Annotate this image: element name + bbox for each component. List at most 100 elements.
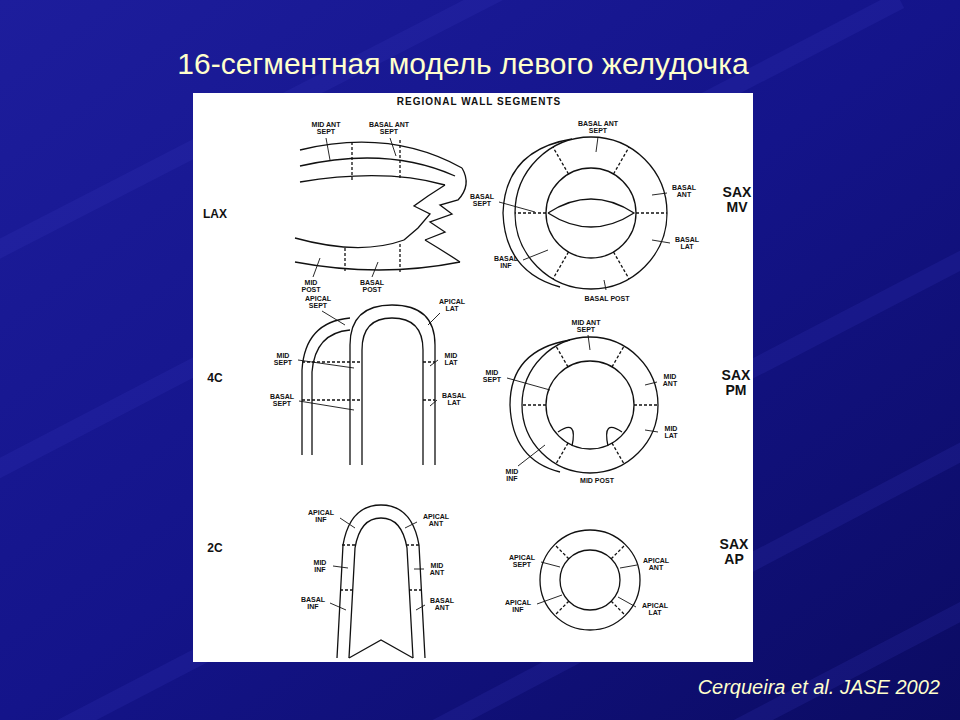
segment-label: BASAL ANT <box>427 597 457 611</box>
heart-outline <box>295 137 667 658</box>
short-axis-mitral-view <box>515 137 667 289</box>
segment-panel: REGIONAL WALL SEGMENTSLAXMID ANT SEPTBAS… <box>193 93 753 662</box>
short-axis-papillary-view <box>510 340 570 472</box>
segment-label: MID INF <box>501 468 523 482</box>
segment-label: MID SEPT <box>270 352 296 366</box>
short-axis-apical-view <box>540 530 640 630</box>
segment-label: MID ANT <box>659 373 681 387</box>
short-axis-papillary-view <box>522 337 658 473</box>
two-chamber-view <box>337 505 425 658</box>
segment-divider <box>556 443 568 464</box>
leader-line <box>620 565 637 568</box>
short-axis-mitral-view <box>546 168 636 258</box>
leader-line <box>330 603 346 610</box>
segment-label: APICAL ANT <box>639 557 673 571</box>
leader-line <box>326 138 330 160</box>
segment-label: MID LAT <box>660 425 682 439</box>
segment-label: MID LAT <box>440 352 462 366</box>
segment-divider <box>612 346 624 367</box>
leader-line <box>537 595 562 604</box>
segment-divider <box>406 544 420 545</box>
short-axis-apical-view <box>540 530 640 630</box>
segment-divider <box>409 589 422 590</box>
segment-divider <box>636 212 667 213</box>
segment-divider <box>515 147 667 279</box>
segment-label: MID ANT SEPT <box>568 319 604 333</box>
segment-label: BASAL POST <box>580 295 634 302</box>
segment-label: BASAL LAT <box>439 392 469 406</box>
leader-line <box>298 360 354 368</box>
segment-divider <box>423 399 435 400</box>
segment-label: BASAL ANT <box>669 184 699 198</box>
segment-label: BASAL ANT SEPT <box>366 121 412 135</box>
leader-line <box>645 430 658 432</box>
short-axis-mitral-view <box>503 137 667 289</box>
short-axis-papillary-view <box>546 361 634 449</box>
long-axis-view <box>300 142 462 168</box>
segment-label: APICAL INF <box>304 509 338 523</box>
segment-divider <box>522 404 546 405</box>
view-label: 4C <box>195 372 235 385</box>
four-chamber-view <box>362 318 423 465</box>
segment-label: BASAL INF <box>491 255 521 269</box>
segment-label: BASAL SEPT <box>467 193 497 207</box>
leader-line <box>652 193 667 195</box>
view-label: SAX MV <box>719 185 755 214</box>
segment-divider <box>556 346 568 367</box>
segment-divider <box>612 443 624 464</box>
segment-divider <box>634 404 658 405</box>
two-chamber-view <box>349 640 413 658</box>
long-axis-view <box>425 240 460 262</box>
four-chamber-view <box>312 330 350 455</box>
two-chamber-view <box>349 518 413 658</box>
segment-label: APICAL LAT <box>638 602 672 616</box>
segment-divider <box>340 545 422 590</box>
two-chamber-view <box>337 505 425 658</box>
segment-divider <box>611 601 625 615</box>
slide-title: 16-сегментная модель левого желудочка <box>0 47 926 81</box>
segment-label: MID ANT <box>426 562 448 576</box>
leader-line <box>604 280 606 290</box>
leader-line <box>416 605 425 610</box>
leader-line <box>588 335 590 350</box>
segment-divider <box>399 140 400 180</box>
short-axis-mitral-view <box>548 199 634 227</box>
leader-line <box>430 400 437 406</box>
leader-line <box>313 258 320 277</box>
segment-label: MID INF <box>309 559 331 573</box>
short-axis-papillary-view <box>510 337 658 473</box>
segment-label: APICAL LAT <box>435 298 469 312</box>
segment-divider <box>611 545 625 559</box>
segment-label: APICAL SEPT <box>301 295 335 309</box>
panel-heading: REGIONAL WALL SEGMENTS <box>193 93 753 107</box>
segment-divider <box>302 399 362 400</box>
leader-line <box>390 138 396 156</box>
leader-line <box>541 562 560 567</box>
leader-line <box>333 566 348 568</box>
long-axis-view <box>300 176 445 185</box>
segment-divider <box>302 362 435 400</box>
citation-caption: Cerqueira et al. JASE 2002 <box>698 676 940 699</box>
leader-line <box>518 445 545 466</box>
segment-divider <box>614 147 630 174</box>
leader-line <box>618 597 636 607</box>
leader-line <box>645 382 657 385</box>
segment-label: MID POST <box>572 477 622 484</box>
leader-line <box>299 401 354 410</box>
white-panel <box>193 93 753 662</box>
leader-line <box>372 262 378 277</box>
leader-line <box>298 137 670 610</box>
segment-label: APICAL ANT <box>419 513 453 527</box>
segment-divider <box>555 601 569 615</box>
leader-line <box>340 518 355 528</box>
leader-line <box>430 360 438 366</box>
view-label: SAX AP <box>716 537 752 566</box>
long-axis-view <box>300 158 455 176</box>
segment-divider <box>340 589 353 590</box>
leader-line <box>596 137 598 152</box>
segment-divider <box>515 212 546 213</box>
leader-line <box>507 378 550 390</box>
